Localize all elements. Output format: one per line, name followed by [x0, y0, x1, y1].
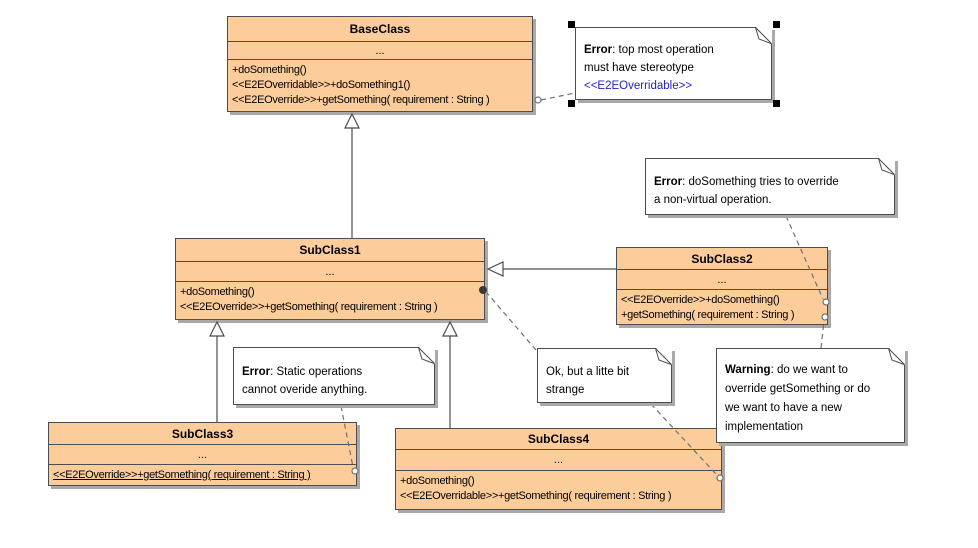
- notelink-ok-note-subclass1[interactable]: [479, 286, 537, 351]
- operation: <<E2EOverridable>>+getSomething( require…: [400, 490, 672, 502]
- class-operations-compartment: <<E2EOverride>>+doSomething() +getSometh…: [617, 289, 827, 323]
- selection-handle-top-right[interactable]: [773, 21, 780, 28]
- note-fold-icon: [418, 347, 435, 364]
- generalization-subclass4-subclass1[interactable]: [442, 320, 458, 428]
- operation: <<E2EOverride>>+getSomething( requiremen…: [232, 94, 490, 106]
- class-name: BaseClass: [349, 22, 411, 36]
- feature-link-circle: [716, 474, 724, 482]
- class-attributes-compartment: ...: [176, 261, 484, 281]
- operation: +doSomething(): [180, 286, 255, 298]
- class-operations-compartment: +doSomething() <<E2EOverridable>>+doSome…: [228, 59, 532, 108]
- generalization-subclass3-subclass1[interactable]: [209, 320, 225, 422]
- note-text-line: Error: Static operations: [242, 366, 363, 378]
- class-subclass1[interactable]: SubClass1 ... +doSomething() <<E2EOverri…: [175, 238, 485, 320]
- operation: <<E2EOverride>>+doSomething(): [621, 294, 780, 306]
- note-text-line: a non-virtual operation.: [654, 194, 772, 206]
- operation-static: <<E2EOverride>>+getSomething( requiremen…: [53, 469, 311, 481]
- note-text-line: Error: doSomething tries to override: [654, 176, 839, 188]
- note-text-line: Error: top most operation: [584, 44, 714, 56]
- generalization-arrowhead: [442, 320, 458, 337]
- note-text-line: cannot overide anything.: [242, 384, 368, 396]
- note-fold-icon: [878, 158, 895, 175]
- class-attributes-compartment: ...: [228, 41, 532, 59]
- class-attributes-compartment: ...: [396, 449, 721, 470]
- note-text-line: must have stereotype: [584, 62, 694, 74]
- note-stereotype-link[interactable]: <<E2EOverridable>>: [584, 80, 693, 92]
- generalization-arrowhead: [486, 261, 504, 277]
- selection-handle-top-left[interactable]: [568, 21, 575, 28]
- note-fold-icon: [755, 27, 772, 44]
- generalization-arrowhead: [209, 320, 225, 337]
- generalization-subclass1-baseclass[interactable]: [344, 112, 360, 238]
- feature-link-dot: [479, 286, 487, 294]
- operation: +getSomething( requirement : String ): [621, 309, 795, 321]
- note-text-line: Warning: do we want to: [725, 364, 848, 376]
- class-name: SubClass2: [691, 251, 753, 266]
- selection-handle-bottom-left[interactable]: [568, 100, 575, 107]
- class-name: SubClass3: [171, 426, 234, 441]
- class-attributes-compartment: ...: [617, 269, 827, 289]
- operation: +doSomething(): [232, 64, 307, 76]
- note-fold-icon: [655, 348, 672, 365]
- class-attributes-compartment: ...: [49, 444, 356, 464]
- feature-link-circle: [351, 467, 359, 475]
- note-text-line: override getSomething or do: [725, 383, 871, 395]
- note-static-error[interactable]: Error: Static operations cannot overide …: [233, 347, 435, 405]
- feature-link-circle: [534, 96, 542, 104]
- notelink-warning-note-subclass2[interactable]: [820, 313, 829, 349]
- class-subclass2[interactable]: SubClass2 ... <<E2EOverride>>+doSomethin…: [616, 247, 828, 325]
- operation: <<E2EOverridable>>+doSomething1(): [232, 79, 411, 91]
- class-operations-compartment: +doSomething() <<E2EOverridable>>+getSom…: [396, 470, 721, 504]
- class-name: SubClass4: [527, 432, 590, 446]
- class-baseclass[interactable]: BaseClass ... +doSomething() <<E2EOverri…: [227, 16, 533, 112]
- note-text-line: Ok, but a litte bit: [546, 366, 630, 378]
- feature-link-circle: [822, 298, 830, 306]
- notelink-baseclass-stereotype-note[interactable]: [534, 92, 576, 104]
- class-operations-compartment: <<E2EOverride>>+getSomething( requiremen…: [49, 464, 356, 483]
- class-subclass3[interactable]: SubClass3 ... <<E2EOverride>>+getSomethi…: [48, 422, 357, 486]
- generalization-arrowhead: [344, 112, 360, 129]
- operation: <<E2EOverride>>+getSomething( requiremen…: [180, 301, 438, 313]
- operation: +doSomething(): [400, 475, 475, 487]
- notelink-static-note-subclass3[interactable]: [340, 405, 359, 475]
- selection-handle-bottom-right[interactable]: [773, 100, 780, 107]
- notelink-ok-note-subclass4[interactable]: [650, 403, 724, 482]
- note-warning[interactable]: Warning: do we want to override getSomet…: [716, 348, 905, 443]
- notelink-nonvirtual-note-subclass2[interactable]: [785, 215, 830, 306]
- generalization-subclass2-subclass1[interactable]: [486, 261, 616, 277]
- class-name: SubClass1: [299, 243, 361, 257]
- note-text-line: we want to have a new: [725, 402, 842, 414]
- note-fold-icon: [888, 348, 905, 365]
- note-text-line: strange: [546, 384, 585, 396]
- class-subclass4[interactable]: SubClass4 ... +doSomething() <<E2EOverri…: [395, 428, 722, 510]
- note-text-line: implementation: [725, 421, 803, 433]
- note-ok-strange[interactable]: Ok, but a litte bit strange: [537, 348, 672, 403]
- class-operations-compartment: +doSomething() <<E2EOverride>>+getSometh…: [176, 281, 484, 315]
- note-stereotype-error[interactable]: Error: top most operation must have ster…: [575, 27, 772, 100]
- note-nonvirtual-error[interactable]: Error: doSomething tries to override a n…: [645, 158, 895, 215]
- feature-link-circle: [821, 313, 829, 321]
